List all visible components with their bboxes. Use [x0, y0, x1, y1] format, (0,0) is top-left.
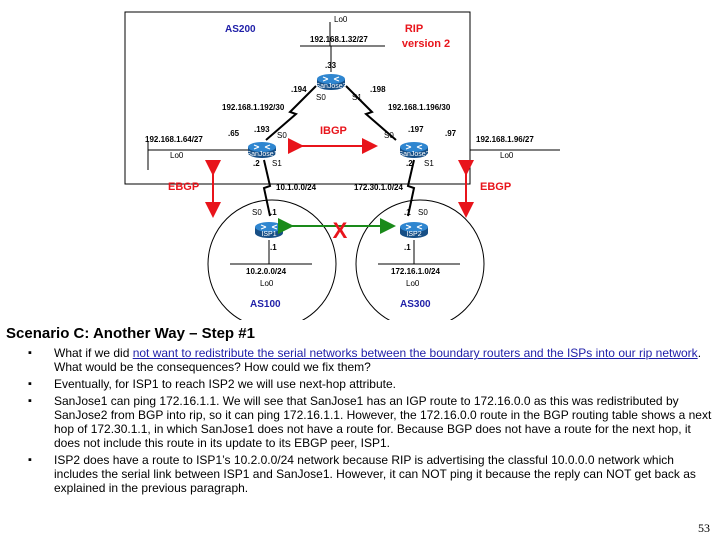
bullet-icon: ▪ [28, 395, 32, 407]
bullet-text: ISP2 does have a route to ISP1’s 10.2.0.… [54, 453, 696, 495]
ebgp-left-label: EBGP [168, 181, 199, 193]
as200-boundary [124, 11, 471, 185]
serial-link-sj3-sj1 [265, 85, 317, 141]
net-sj3-sj2: 192.168.1.196/30 [388, 103, 451, 112]
bullet-item: ▪ ISP2 does have a route to ISP1’s 10.2.… [6, 453, 718, 495]
ibgp-label: IBGP [320, 125, 347, 137]
rip-label-line1: RIP [405, 23, 423, 35]
bullet-icon: ▪ [28, 454, 32, 466]
blocked-x-mark: X [333, 218, 348, 243]
network-topology-diagram: AS200 RIP version 2 Lo0 192.168.1.32/27 … [124, 11, 560, 320]
isp1-name: ISP1 [261, 231, 276, 238]
bullet-text: . What would be the consequences? How co… [54, 346, 702, 374]
bullet-item: ▪ What if we did not want to redistribut… [6, 346, 718, 374]
isp2-lo0: Lo0 [406, 279, 420, 288]
bullet-item: ▪ Eventually, for ISP1 to reach ISP2 we … [6, 377, 718, 391]
bullet-list: ▪ What if we did not want to redistribut… [6, 346, 718, 498]
sanjose1-s1: S1 [272, 159, 282, 168]
sanjose3-host: .33 [325, 61, 337, 70]
as200-label: AS200 [225, 24, 256, 35]
sanjose1-s1-ip: .2 [253, 159, 260, 168]
serial-link-sj3-sj2 [345, 85, 397, 141]
sanjose2-s0-ip: .197 [408, 125, 424, 134]
rip-label-line2: version 2 [402, 38, 450, 50]
page-number: 53 [698, 521, 710, 535]
sanjose1-name: SanJose1 [246, 151, 277, 158]
net-sj2-isp2: 172.30.1.0/24 [354, 183, 403, 192]
isp2-lo0-net: 172.16.1.0/24 [391, 267, 440, 276]
isp1-lo0-net: 10.2.0.0/24 [246, 267, 287, 276]
bullet-icon: ▪ [28, 378, 32, 390]
bullet-text: What if we did [54, 346, 133, 360]
isp2-name: ISP2 [406, 231, 421, 238]
sanjose2-s1-ip: .2 [406, 159, 413, 168]
sanjose2-lo0: Lo0 [500, 151, 514, 160]
sanjose2-s0: S0 [384, 131, 394, 140]
net-sj1-isp1: 10.1.0.0/24 [276, 183, 317, 192]
sanjose3-right-ip: .198 [370, 85, 386, 94]
isp2-lo0-ip: .1 [404, 243, 411, 252]
bullet-text: SanJose1 can ping 172.16.1.1. We will se… [54, 394, 712, 450]
isp1-lo0-ip: .1 [270, 243, 277, 252]
sanjose1-lo0-net: 192.168.1.64/27 [145, 135, 203, 144]
sanjose2-lo0-net: 192.168.1.96/27 [476, 135, 534, 144]
sanjose3-left-ip: .194 [291, 85, 307, 94]
serial-link-sj2-isp2 [406, 159, 416, 217]
as300-boundary [355, 199, 485, 320]
net-sj3-sj1: 192.168.1.192/30 [222, 103, 285, 112]
sanjose3-lo0-net: 192.168.1.32/27 [310, 35, 368, 44]
isp1-lo0: Lo0 [260, 279, 274, 288]
serial-link-sj1-isp1 [262, 159, 272, 217]
sanjose1-s0: S0 [277, 131, 287, 140]
sanjose2-s1: S1 [424, 159, 434, 168]
sanjose2-name: SanJose2 [398, 151, 429, 158]
as100-boundary [207, 199, 337, 320]
sanjose3-s0: S0 [316, 93, 326, 102]
bullet-link[interactable]: not want to redistribute the serial netw… [132, 346, 698, 360]
bullet-item: ▪ SanJose1 can ping 172.16.1.1. We will … [6, 394, 718, 450]
ebgp-right-label: EBGP [480, 181, 511, 193]
slide-title: Scenario C: Another Way – Step #1 [6, 325, 255, 342]
sanjose1-lo0: Lo0 [170, 151, 184, 160]
isp2-s0-ip: .1 [404, 208, 411, 217]
isp1-s0: S0 [252, 208, 262, 217]
sanjose2-lo0-ip: .97 [445, 129, 457, 138]
sanjose1-s0-ip: .193 [254, 125, 270, 134]
as100-label: AS100 [250, 299, 281, 310]
bullet-icon: ▪ [28, 347, 32, 359]
sanjose3-lo0: Lo0 [334, 15, 348, 24]
sanjose3-name: SanJose3 [315, 83, 346, 90]
as300-label: AS300 [400, 299, 431, 310]
isp2-s0: S0 [418, 208, 428, 217]
isp1-s0-ip: .1 [270, 208, 277, 217]
sanjose1-lo0-ip: .65 [228, 129, 240, 138]
bullet-text: Eventually, for ISP1 to reach ISP2 we wi… [54, 377, 396, 391]
